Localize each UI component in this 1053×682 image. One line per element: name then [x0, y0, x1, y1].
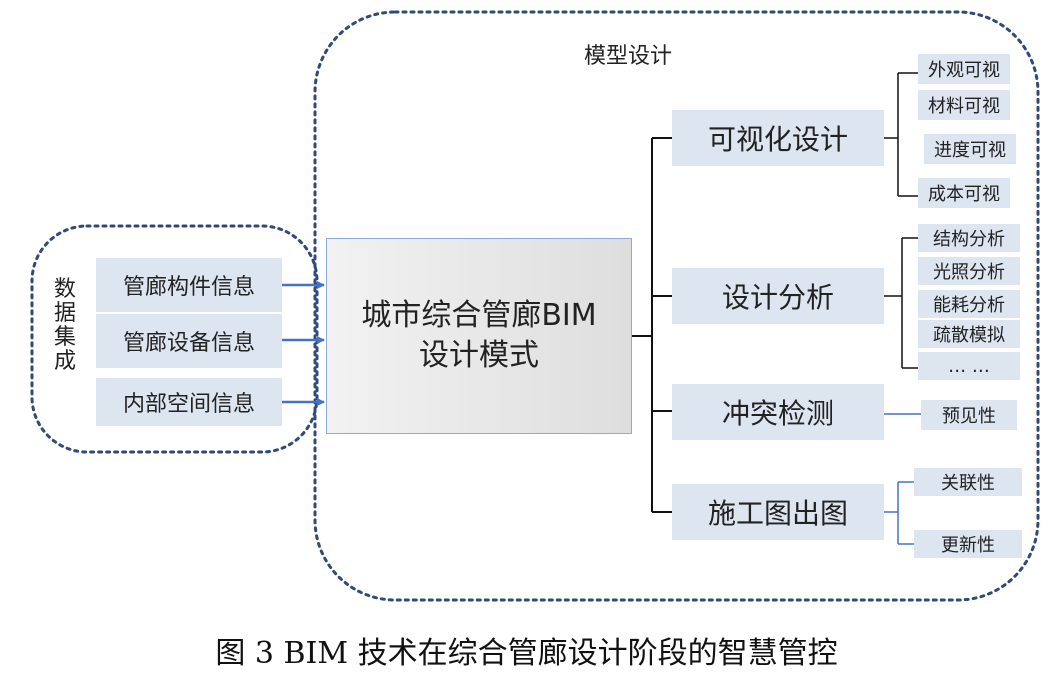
- stage-clash-detection: 冲突检测: [672, 384, 884, 440]
- visual-design-bracket: [884, 72, 918, 197]
- input-box-equipment-info: 管廊设备信息: [96, 314, 282, 368]
- item-energy-analysis: 能耗分析: [918, 290, 1020, 318]
- item-evacuation-simulation: 疏散模拟: [918, 320, 1020, 348]
- stage-design-analysis: 设计分析: [672, 268, 884, 324]
- item-structure-analysis: 结构分析: [918, 224, 1020, 252]
- center-title-line2: 设计模式: [419, 338, 539, 373]
- center-bim-design-mode: 城市综合管廊BIM 设计模式: [326, 238, 632, 434]
- data-integration-char: 成: [53, 349, 76, 374]
- model-design-group-outline: [313, 10, 1040, 602]
- item-progress-visual: 进度可视: [924, 134, 1016, 164]
- model-design-label: 模型设计: [584, 44, 673, 69]
- item-relevance: 关联性: [914, 468, 1022, 496]
- data-integration-char: 据: [53, 301, 76, 326]
- design-analysis-bracket: [884, 237, 918, 369]
- item-updatability: 更新性: [914, 530, 1022, 558]
- data-integration-label: 数 据 集 成: [52, 278, 78, 374]
- item-cost-visual: 成本可视: [918, 178, 1010, 208]
- input-box-component-info: 管廊构件信息: [96, 258, 282, 312]
- stage-drawing-output: 施工图出图: [672, 484, 884, 540]
- center-title-line1: 城市综合管廊BIM: [361, 298, 597, 333]
- figure-caption: 图 3 BIM 技术在综合管廊设计阶段的智慧管控: [215, 636, 838, 671]
- data-integration-char: 数: [53, 277, 76, 302]
- item-lighting-analysis: 光照分析: [918, 257, 1020, 285]
- stage-bracket: [631, 137, 672, 513]
- drawing-output-bracket: [884, 481, 914, 545]
- item-ellipsis: … …: [918, 352, 1020, 380]
- input-box-space-info: 内部空间信息: [96, 378, 282, 426]
- item-predictability: 预见性: [921, 400, 1017, 430]
- data-integration-char: 集: [53, 325, 76, 350]
- item-material-visual: 材料可视: [918, 90, 1010, 120]
- item-appearance-visual: 外观可视: [918, 54, 1010, 84]
- stage-visual-design: 可视化设计: [672, 110, 884, 166]
